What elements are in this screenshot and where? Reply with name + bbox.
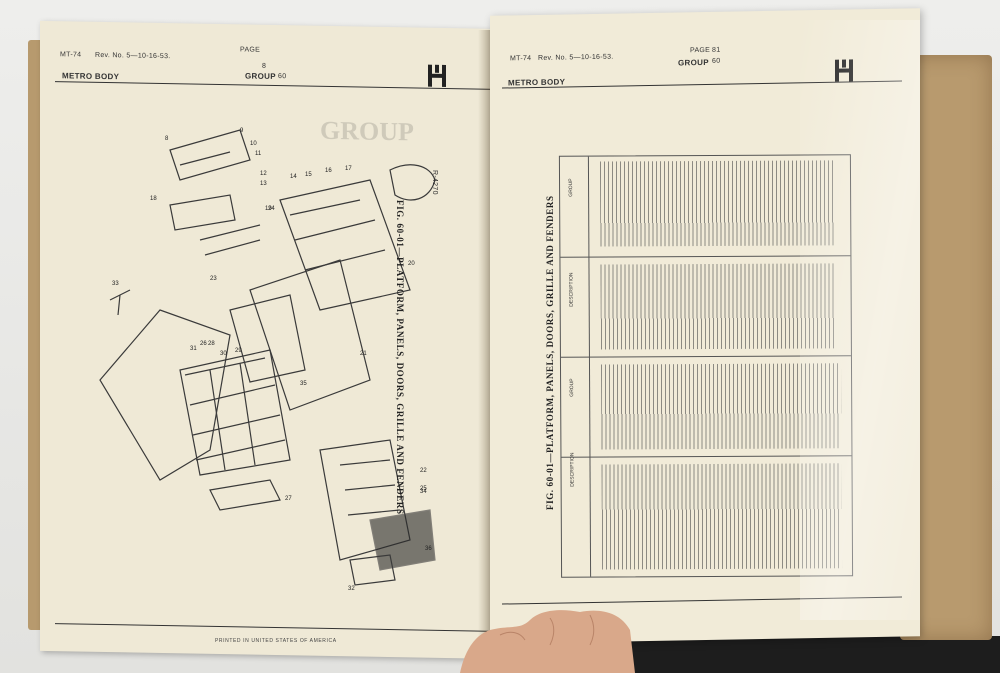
- svg-text:25: 25: [420, 486, 427, 492]
- right-doc-no: MT-74: [510, 55, 532, 63]
- svg-text:21: 21: [360, 351, 367, 357]
- ih-logo-icon: [428, 64, 446, 87]
- table-header-group: GROUP: [569, 378, 576, 397]
- svg-text:35: 35: [300, 381, 307, 387]
- svg-text:33: 33: [112, 281, 119, 287]
- fender-shape: [99, 309, 231, 481]
- svg-text:13: 13: [260, 181, 267, 187]
- svg-text:30: 30: [220, 351, 227, 357]
- right-group-number: 60: [712, 57, 721, 65]
- svg-text:23: 23: [210, 276, 217, 282]
- svg-text:12: 12: [260, 171, 267, 177]
- right-group-label: GROUP: [678, 57, 709, 68]
- table-header-group: GROUP: [568, 178, 575, 197]
- door-panel: [279, 179, 411, 311]
- svg-text:20: 20: [408, 261, 415, 267]
- svg-text:14: 14: [290, 174, 297, 180]
- svg-text:32: 32: [348, 586, 355, 592]
- left-group-number: 60: [278, 73, 287, 81]
- left-revision: Rev. No. 5—10-16-53.: [95, 51, 171, 61]
- svg-text:17: 17: [345, 166, 352, 172]
- svg-text:8: 8: [165, 136, 169, 142]
- left-doc-no: MT-74: [60, 51, 82, 59]
- right-revision: Rev. No. 5—10-16-53.: [538, 53, 614, 62]
- svg-text:36: 36: [425, 546, 432, 552]
- left-page-label: PAGE: [240, 46, 261, 54]
- left-section-title: METRO BODY: [62, 71, 120, 82]
- page-fold-highlight: [800, 20, 920, 620]
- svg-text:27: 27: [285, 496, 292, 502]
- side-panel: [249, 259, 371, 411]
- exploded-body-drawing: 8 9 10 11 12 13 14 15 16 17 18 19 20 21 22 23 24 25 26…: [99, 128, 436, 592]
- right-page-number: 81: [712, 46, 721, 54]
- left-footer: PRINTED IN UNITED STATES OF AMERICA: [215, 638, 337, 644]
- svg-text:29: 29: [235, 348, 242, 354]
- left-group-label: GROUP: [245, 71, 276, 82]
- left-figure-caption: FIG. 60-01—PLATFORM, PANELS, DOORS, GRIL…: [395, 200, 405, 515]
- right-page-label: PAGE: [690, 46, 711, 55]
- svg-text:28: 28: [208, 341, 215, 347]
- svg-text:22: 22: [420, 468, 427, 474]
- fender-piece: [389, 164, 436, 201]
- table-header-description: DESCRIPTION: [569, 452, 576, 487]
- left-page-number: 8: [262, 62, 267, 70]
- svg-text:11: 11: [255, 151, 262, 157]
- svg-text:9: 9: [240, 128, 244, 134]
- window-frame: [169, 194, 236, 231]
- grille-insert: [369, 509, 436, 571]
- svg-text:24: 24: [268, 206, 275, 212]
- svg-text:18: 18: [150, 196, 157, 202]
- right-figure-caption: FIG. 60-01—PLATFORM, PANELS, DOORS, GRIL…: [545, 195, 555, 510]
- svg-text:26: 26: [200, 341, 207, 347]
- drawing-code: R-4270: [431, 170, 438, 195]
- table-header-description: DESCRIPTION: [568, 272, 575, 307]
- hand-holding-book: [460, 610, 635, 673]
- left-footer-rule: [55, 623, 495, 632]
- svg-text:34: 34: [420, 489, 427, 495]
- svg-text:15: 15: [305, 172, 312, 178]
- svg-text:31: 31: [190, 346, 197, 352]
- svg-text:10: 10: [250, 141, 257, 147]
- svg-text:16: 16: [325, 168, 332, 174]
- svg-text:19: 19: [265, 206, 272, 212]
